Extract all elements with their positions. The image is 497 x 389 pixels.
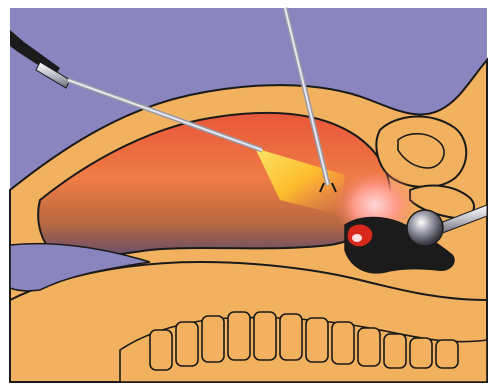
organ-highlight — [352, 234, 362, 242]
manipulator-ball — [407, 210, 443, 246]
